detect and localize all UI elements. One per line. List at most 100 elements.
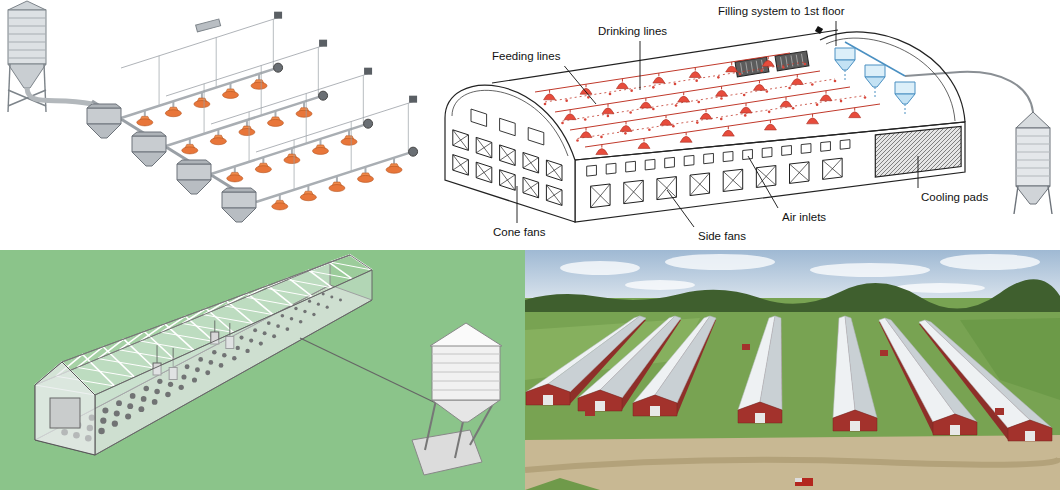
feeder-pan [182, 147, 198, 154]
fan-cross [453, 130, 469, 151]
silo-body [1016, 128, 1050, 186]
feeder-pan [564, 114, 576, 120]
drop-tube [586, 84, 587, 87]
drop-tube [262, 157, 264, 163]
callout-label: Filling system to 1st floor [717, 5, 846, 18]
barn-door [755, 413, 765, 423]
vent-slat [791, 55, 793, 66]
feeder-pan [251, 82, 267, 89]
fan-cross [624, 180, 644, 203]
gable-end [35, 362, 95, 455]
drop-tube [731, 62, 732, 65]
feeder-pan [194, 101, 210, 108]
drinker-nipple [576, 139, 579, 142]
roof-vent [735, 57, 769, 77]
road [525, 458, 1060, 470]
drop-tube [686, 132, 687, 135]
feeder-pan [596, 149, 608, 155]
feeder-pan [284, 157, 300, 164]
air-inlet [606, 163, 616, 174]
feeder-pan [165, 110, 181, 117]
fan-cross [546, 190, 562, 200]
drop-tube [759, 80, 760, 83]
barn-roof [925, 320, 1052, 428]
fan-cross [657, 177, 677, 200]
silo-ring [1016, 160, 1050, 161]
silo-leg [1014, 186, 1018, 214]
barn-roof [760, 316, 782, 410]
fan-cross [591, 184, 611, 208]
feeder-pan [300, 194, 316, 201]
drop-tube [201, 92, 203, 98]
filling-drop [905, 104, 906, 116]
drinker-nipple [792, 107, 795, 110]
gable-fan [471, 109, 487, 126]
hanger-wire [214, 320, 215, 332]
drop-tube [319, 139, 321, 145]
feeder-pan [386, 166, 402, 173]
drinker-nipple [840, 100, 843, 103]
feeder-pan [580, 132, 592, 138]
feeder-pan [740, 107, 752, 113]
barn-door [1025, 431, 1035, 441]
hopper-funnel [87, 124, 121, 138]
suspension-wire [351, 122, 352, 172]
drop-tube [549, 90, 550, 93]
barn-door [543, 395, 553, 405]
barn-gable [526, 384, 570, 405]
leader-line [918, 156, 919, 188]
barn-gable [633, 395, 677, 416]
drinker-nipple [739, 73, 742, 76]
feeder-pan [227, 175, 243, 182]
control-box [196, 19, 221, 32]
drinker-nipple [720, 97, 723, 100]
drop-tube [246, 120, 248, 126]
drop-tube [721, 86, 722, 89]
drinker-nipple [696, 121, 699, 124]
barn-door [650, 406, 660, 416]
drive-motor [274, 63, 283, 72]
vent-slat [756, 61, 758, 72]
drop-tube [189, 138, 191, 144]
cloud [560, 261, 640, 275]
side-fan [624, 180, 644, 203]
fan-cross [723, 169, 743, 191]
drop-tube [144, 110, 146, 116]
drinker-nipple [630, 89, 633, 92]
air-inlet [587, 165, 597, 176]
drinker-nipple [652, 86, 655, 89]
barn-roof [919, 320, 1030, 428]
vent-slat [786, 56, 788, 67]
fan-cross [546, 185, 562, 206]
feeder-pan [716, 90, 728, 96]
feed-pipe [300, 338, 440, 405]
feeder-pan [255, 166, 271, 173]
hopper-box [132, 136, 166, 152]
hopper-funnel [835, 60, 855, 70]
feeder-pan [700, 113, 712, 119]
small-shed [742, 344, 750, 350]
drop-tube [622, 79, 623, 82]
side-fan [790, 162, 810, 184]
callout-label: Cooling pads [920, 191, 989, 204]
suspension-wire [159, 56, 160, 106]
leader-line [667, 190, 694, 227]
air-inlet [821, 142, 831, 152]
feeder-pan [638, 142, 650, 148]
side-fan [756, 166, 776, 188]
side-fan [723, 169, 743, 191]
drinker-nipple [834, 80, 837, 83]
drop-tube [797, 75, 798, 78]
silo-ring [432, 354, 500, 355]
fan-cross [546, 160, 562, 181]
drop-tube [658, 73, 659, 76]
hopper-funnel [177, 180, 211, 194]
suspension-wire [204, 84, 205, 134]
drinker-nipple [648, 128, 651, 131]
air-inlet [626, 161, 636, 172]
gable-fan [500, 118, 516, 135]
cloud [625, 280, 695, 290]
silo-roof [430, 323, 502, 346]
filling-hopper [865, 65, 885, 77]
feeding-line [585, 104, 880, 147]
